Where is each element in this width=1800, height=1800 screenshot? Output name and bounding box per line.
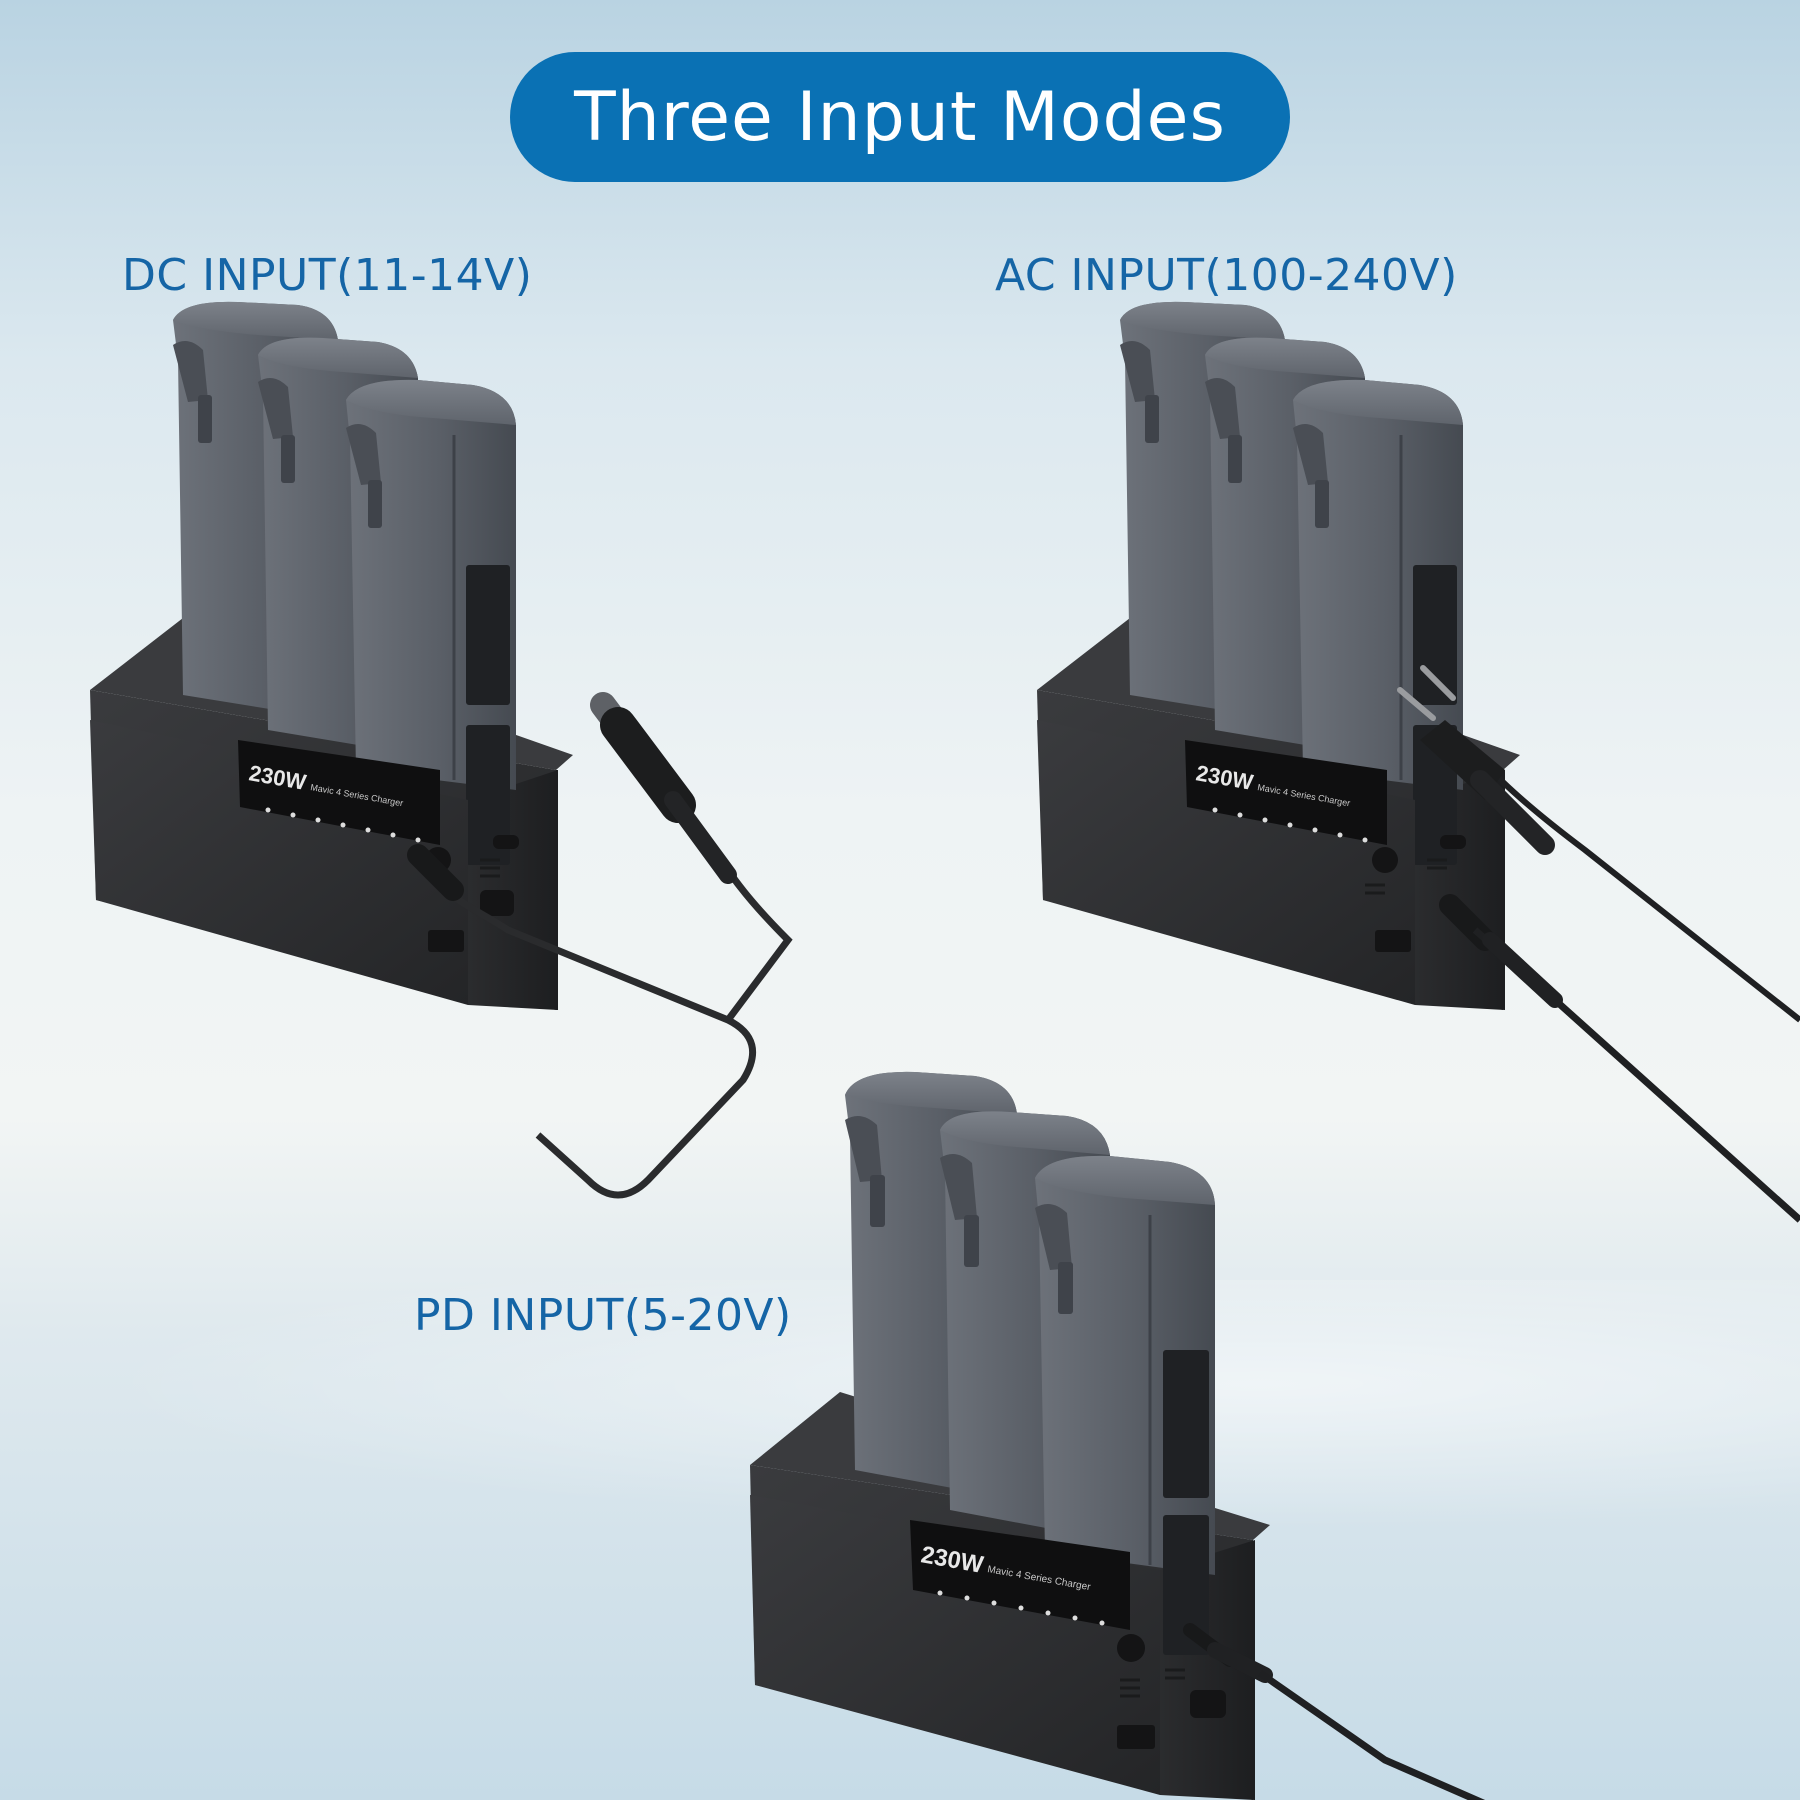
ac-port: [1190, 1690, 1226, 1718]
car-charger-cable: [407, 692, 793, 1199]
battery-3: [1293, 379, 1463, 865]
ports-panel: [1365, 835, 1466, 952]
charger-unit-ac: 230W Mavic 4 Series Charger: [1037, 301, 1800, 1223]
battery-3: [346, 379, 516, 865]
status-display: 230W Mavic 4 Series Charger: [238, 740, 440, 845]
battery-label-sticker: [466, 565, 510, 705]
dc-input-label: DC INPUT(11-14V): [122, 250, 533, 301]
dc-port: [1117, 1634, 1145, 1662]
status-display: 230W Mavic 4 Series Charger: [1185, 740, 1387, 845]
battery-label-sticker: [1163, 1350, 1209, 1498]
car-plug-body: [600, 707, 696, 823]
plug-pin: [1397, 687, 1436, 721]
battery-3: [1035, 1155, 1215, 1655]
ac-plug-cable: [1397, 665, 1800, 1223]
title-banner: Three Input Modes: [510, 52, 1290, 182]
eu-plug: [1397, 665, 1555, 855]
banner-title: Three Input Modes: [574, 77, 1226, 157]
dc-port: [1372, 847, 1398, 873]
status-display: 230W Mavic 4 Series Charger: [910, 1520, 1130, 1630]
charger-unit-pd: 230W Mavic 4 Series Charger: [750, 1071, 1486, 1800]
pd-input-label: PD INPUT(5-20V): [414, 1290, 792, 1341]
usb-c-port: [493, 835, 519, 849]
ac-port: [480, 890, 514, 916]
usb-a-port: [1117, 1725, 1155, 1749]
charger-unit-dc: 230W Mavic 4 Series Charger: [90, 301, 793, 1199]
usb-c-port: [1440, 835, 1466, 849]
usb-a-port: [428, 930, 464, 952]
ports-panel: [1117, 1634, 1226, 1749]
usb-c-cable: [1183, 1623, 1486, 1800]
usb-a-port: [1375, 930, 1411, 952]
ac-input-label: AC INPUT(100-240V): [995, 250, 1458, 301]
